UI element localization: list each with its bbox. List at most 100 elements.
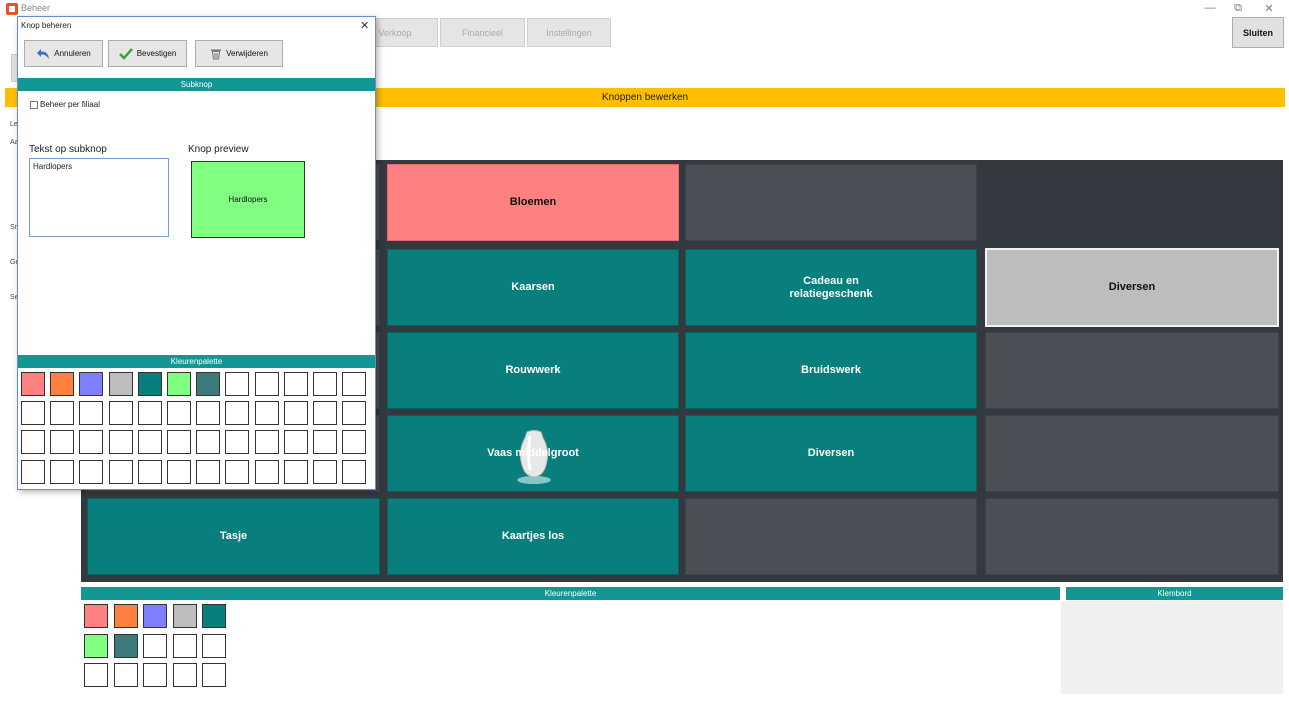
palette-swatch[interactable] [225, 401, 250, 426]
clipboard-area[interactable] [1061, 601, 1283, 694]
palette-swatch[interactable] [254, 372, 279, 396]
grid-tile-empty[interactable] [685, 164, 977, 241]
palette-swatch[interactable] [137, 401, 162, 426]
trash-icon [211, 49, 222, 59]
palette-swatch[interactable] [50, 401, 75, 426]
palette-swatch[interactable] [172, 663, 197, 687]
grid-tile-tasje[interactable]: Tasje [87, 498, 380, 575]
grid-tile-bruidswerk[interactable]: Bruidswerk [685, 332, 977, 409]
subknop-text-input[interactable]: Hardlopers [29, 158, 169, 237]
dialog-title: Knop beheren [21, 21, 72, 30]
palette-swatch[interactable] [283, 459, 308, 484]
palette-swatch[interactable] [50, 430, 75, 455]
palette-swatch[interactable] [50, 372, 75, 396]
palette-swatch[interactable] [137, 459, 162, 484]
grid-tile-kaarsen[interactable]: Kaarsen [387, 249, 679, 326]
palette-swatch[interactable] [283, 401, 308, 426]
per-branch-checkbox[interactable] [30, 101, 38, 109]
cancel-label: Annuleren [54, 49, 91, 58]
grid-tile-diversen[interactable]: Diversen [985, 248, 1279, 327]
palette-swatch[interactable] [313, 430, 337, 455]
palette-swatch[interactable] [313, 372, 337, 396]
palette-swatch[interactable] [167, 372, 191, 396]
palette-swatch[interactable] [225, 430, 250, 455]
palette-swatch[interactable] [313, 401, 337, 426]
undo-icon [37, 48, 50, 59]
palette-swatch[interactable] [113, 604, 138, 628]
palette-swatch[interactable] [254, 459, 279, 484]
palette-swatch[interactable] [21, 372, 45, 396]
palette-swatch[interactable] [202, 663, 226, 687]
palette-swatch[interactable] [196, 401, 221, 426]
grid-tile-rouwwerk[interactable]: Rouwwerk [387, 332, 679, 409]
palette-swatch[interactable] [342, 401, 367, 426]
window-close-icon[interactable]: ✕ [1264, 3, 1274, 15]
grid-tile-bloemen[interactable]: Bloemen [387, 164, 679, 241]
grid-tile-empty[interactable] [985, 164, 1279, 241]
palette-swatch[interactable] [225, 459, 250, 484]
palette-swatch[interactable] [283, 372, 308, 396]
nav-financieel[interactable]: Financieel [440, 18, 525, 47]
grid-tile-kaartjes[interactable]: Kaartjes los [387, 498, 679, 575]
palette-swatch[interactable] [196, 430, 221, 455]
palette-swatch[interactable] [254, 401, 279, 426]
palette-swatch[interactable] [108, 430, 133, 455]
palette-swatch[interactable] [167, 401, 191, 426]
palette-swatch[interactable] [108, 372, 133, 396]
palette-swatch[interactable] [196, 459, 221, 484]
palette-swatch[interactable] [342, 372, 367, 396]
palette-swatch[interactable] [225, 372, 250, 396]
palette-swatch[interactable] [143, 633, 167, 658]
palette-swatch[interactable] [108, 401, 133, 426]
palette-swatch[interactable] [254, 430, 279, 455]
app-title: Beheer [21, 3, 51, 13]
palette-swatch[interactable] [137, 372, 162, 396]
grid-tile-empty[interactable] [985, 332, 1279, 409]
palette-swatch[interactable] [79, 372, 104, 396]
palette-swatch[interactable] [143, 604, 167, 628]
palette-swatch[interactable] [283, 430, 308, 455]
per-branch-label: Beheer per filiaal [40, 100, 101, 109]
palette-swatch[interactable] [113, 633, 138, 658]
nav-instellingen[interactable]: Instellingen [527, 18, 611, 47]
palette-swatch[interactable] [196, 372, 221, 396]
palette-swatch[interactable] [21, 459, 45, 484]
palette-swatch[interactable] [143, 663, 167, 687]
grid-tile-empty[interactable] [685, 498, 977, 575]
grid-tile-empty[interactable] [985, 415, 1279, 492]
restore-icon[interactable]: ⧉ [1234, 2, 1242, 14]
palette-swatch[interactable] [202, 633, 226, 658]
palette-swatch[interactable] [202, 604, 226, 628]
palette-swatch[interactable] [167, 459, 191, 484]
palette-swatch[interactable] [313, 459, 337, 484]
palette-swatch[interactable] [84, 604, 108, 628]
palette-swatch[interactable] [50, 459, 75, 484]
minimize-icon[interactable]: — [1204, 2, 1216, 14]
palette-swatch[interactable] [84, 663, 108, 687]
palette-swatch[interactable] [342, 430, 367, 455]
palette-swatch[interactable] [84, 633, 108, 658]
palette-swatch[interactable] [21, 430, 45, 455]
confirm-button[interactable]: Bevestigen [108, 40, 187, 67]
grid-tile-vaas[interactable]: Vaas middelgroot [387, 415, 679, 492]
delete-button[interactable]: Verwijderen [195, 40, 283, 67]
palette-swatch[interactable] [137, 430, 162, 455]
palette-swatch[interactable] [21, 401, 45, 426]
grid-tile-empty[interactable] [985, 498, 1279, 575]
preview-label: Knop preview [188, 144, 249, 155]
grid-tile-diversen-2[interactable]: Diversen [685, 415, 977, 492]
palette-swatch[interactable] [172, 604, 197, 628]
palette-swatch[interactable] [79, 401, 104, 426]
palette-swatch[interactable] [172, 633, 197, 658]
close-button[interactable]: Sluiten [1232, 17, 1284, 48]
cancel-button[interactable]: Annuleren [24, 40, 103, 67]
palette-swatch[interactable] [342, 459, 367, 484]
palette-swatch[interactable] [108, 459, 133, 484]
palette-swatch[interactable] [79, 459, 104, 484]
dialog-close-icon[interactable]: ✕ [360, 20, 370, 32]
palette-swatch[interactable] [167, 430, 191, 455]
palette-swatch[interactable] [113, 663, 138, 687]
clipboard-header: Klembord [1066, 587, 1283, 600]
grid-tile-cadeau[interactable]: Cadeau en relatiegeschenk [685, 249, 977, 326]
palette-swatch[interactable] [79, 430, 104, 455]
